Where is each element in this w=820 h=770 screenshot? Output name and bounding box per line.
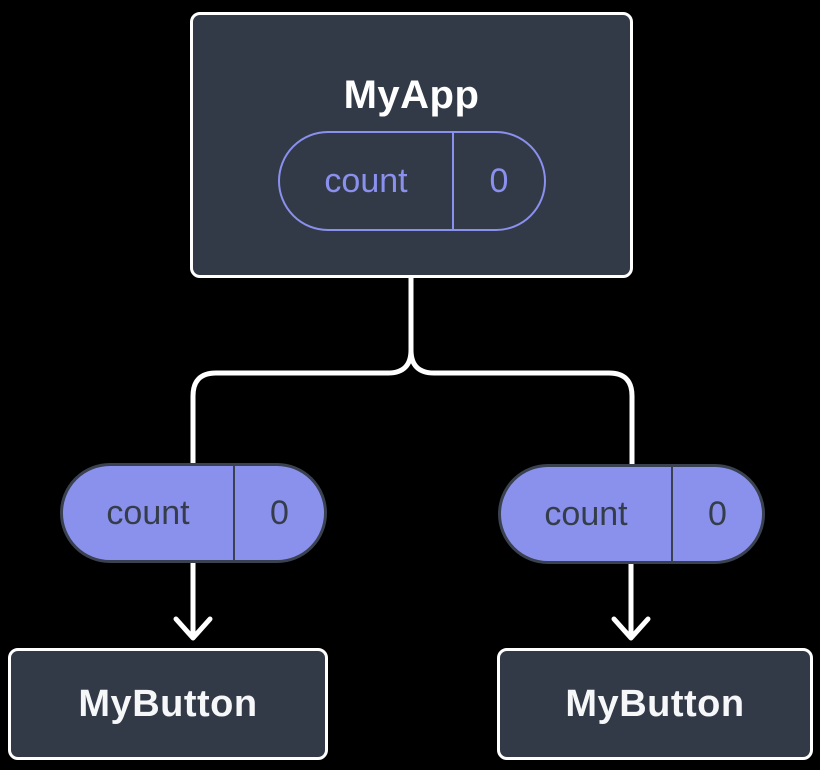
tree-edge-right: [408, 277, 635, 466]
tree-edge-left: [190, 277, 414, 466]
state-value-label: 0: [489, 161, 509, 200]
arrow-down-icon-left: [173, 562, 213, 641]
prop-pill-left: count 0: [60, 463, 327, 563]
mybutton-node-left: MyButton: [8, 648, 328, 760]
state-name-label: count: [280, 133, 454, 229]
myapp-node-title: MyApp: [343, 73, 480, 117]
prop-pill-right: count 0: [498, 464, 765, 564]
state-pill: count 0: [278, 131, 546, 231]
prop-name-label: count: [63, 466, 235, 560]
prop-value-label: 0: [270, 493, 289, 532]
mybutton-node-right: MyButton: [497, 648, 813, 760]
arrow-down-icon-right: [611, 561, 651, 641]
prop-value-label: 0: [708, 494, 727, 533]
prop-name-label: count: [501, 467, 673, 561]
myapp-node: MyApp count 0: [190, 12, 633, 278]
